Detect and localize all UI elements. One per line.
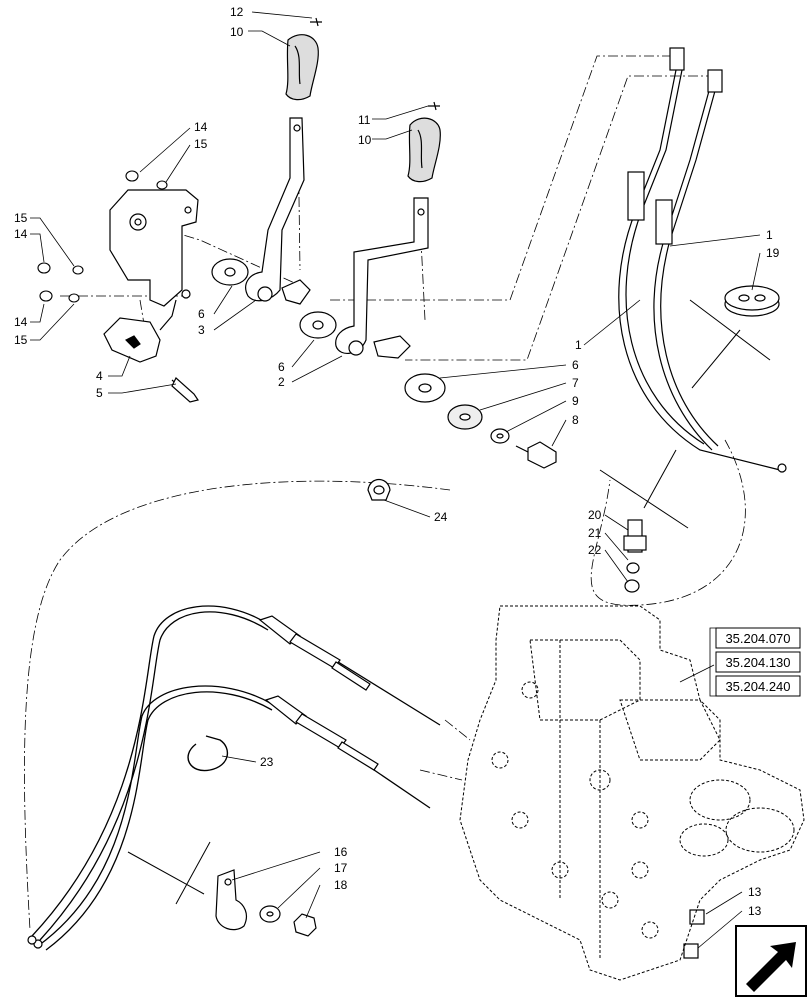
leader-lines	[30, 11, 761, 949]
callout-6-a: 6	[198, 307, 205, 321]
callout-24: 24	[434, 510, 448, 524]
callout-15-bottom: 15	[14, 333, 28, 347]
control-cables-upper	[618, 59, 781, 471]
callout-6-b: 6	[278, 360, 285, 374]
washers	[211, 258, 510, 444]
callout-4: 4	[96, 369, 103, 383]
screw-14b	[37, 262, 51, 274]
callout-9: 9	[572, 394, 579, 408]
callout-20: 20	[588, 508, 602, 522]
callout-21: 21	[588, 526, 602, 540]
switch-4	[103, 299, 177, 363]
callout-17: 17	[334, 861, 348, 875]
callout-15-left: 15	[14, 211, 28, 225]
callout-18: 18	[334, 878, 348, 892]
nut-18	[293, 913, 317, 937]
small-fasteners	[37, 170, 168, 303]
callout-10-upper: 10	[230, 25, 244, 39]
callout-23: 23	[260, 755, 274, 769]
screw-14c	[39, 290, 53, 302]
control-lever-2	[335, 117, 441, 359]
handle-knob-lower	[407, 117, 441, 183]
next-page-arrow-icon[interactable]	[735, 925, 807, 997]
screw-14a	[125, 170, 139, 182]
callout-16: 16	[334, 845, 348, 859]
nut-22	[624, 579, 640, 593]
washer-15b	[72, 265, 84, 275]
mounting-bracket	[109, 189, 199, 307]
callout-2: 2	[278, 375, 285, 389]
ring-21	[626, 562, 640, 574]
section-marks	[127, 299, 771, 905]
callout-10-lower: 10	[358, 133, 372, 147]
callout-8: 8	[572, 413, 579, 427]
callout-14-top: 14	[194, 120, 208, 134]
valve-block	[459, 605, 805, 981]
screw-5	[171, 377, 199, 403]
callout-11: 11	[358, 113, 371, 127]
bolt-8	[515, 441, 557, 469]
cable-ends-upper	[627, 47, 787, 473]
washer-15c	[68, 293, 80, 303]
clamp-16-18	[215, 869, 317, 937]
reference-link-1[interactable]: 35.204.070	[715, 627, 801, 649]
reference-text-1[interactable]: 35.204.070	[725, 631, 790, 646]
lever-arm-upper	[245, 117, 305, 302]
callout-labels: 12 10 11 10 14 15 15 14 14 15 6 3 6 2 4 …	[14, 5, 780, 918]
reference-boxes: 35.204.070 35.204.130 35.204.240	[709, 627, 801, 697]
callout-14-left: 14	[14, 227, 28, 241]
reference-link-2[interactable]: 35.204.130	[715, 651, 801, 673]
callout-13-lower: 13	[748, 904, 762, 918]
clip-24	[367, 478, 391, 501]
callout-13-upper: 13	[748, 885, 762, 899]
callout-1-upper: 1	[766, 228, 773, 242]
handle-knob-upper	[285, 34, 319, 101]
callout-12: 12	[230, 5, 244, 19]
grommet-19	[724, 285, 780, 317]
callout-22: 22	[588, 543, 602, 557]
callout-5: 5	[96, 386, 103, 400]
knob-pins	[310, 17, 440, 111]
lever-arm-lower	[335, 197, 429, 354]
callout-19: 19	[766, 246, 780, 260]
callout-1-lower: 1	[575, 338, 582, 352]
callout-7: 7	[572, 376, 579, 390]
cable-ends-lower	[27, 615, 379, 949]
clip-23	[187, 735, 229, 772]
reference-text-2[interactable]: 35.204.130	[725, 655, 790, 670]
callout-6-c: 6	[572, 358, 579, 372]
washer-15a	[156, 180, 168, 190]
reference-link-3[interactable]: 35.204.240	[715, 675, 801, 697]
callout-3: 3	[198, 323, 205, 337]
connector-20-22	[623, 519, 647, 593]
reference-text-3[interactable]: 35.204.240	[725, 679, 790, 694]
callout-15-top: 15	[194, 137, 208, 151]
control-lever-1	[245, 34, 319, 305]
callout-14-bottom: 14	[14, 315, 28, 329]
